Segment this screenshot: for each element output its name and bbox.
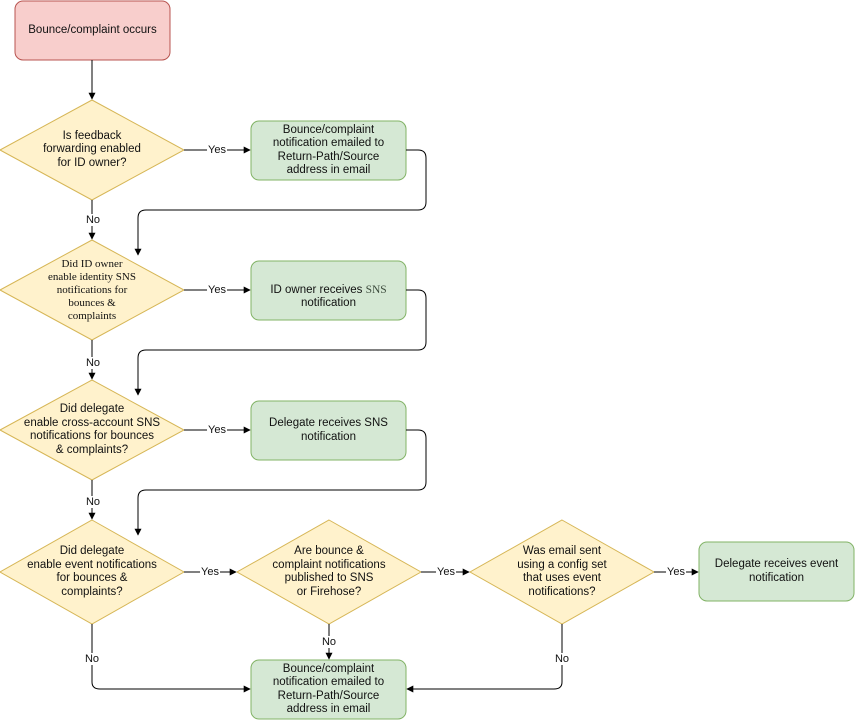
edge-event-no — [91, 624, 251, 693]
edge-label-yes-config-set: Yes — [666, 566, 686, 578]
edge-label-yes-identity: Yes — [207, 284, 227, 296]
process-email-bottom-label: Bounce/complaint notification emailed to… — [272, 662, 385, 716]
process-owner-sns-label: ID owner receives SNS notification — [251, 261, 406, 320]
owner-sns-suffix: SNS — [365, 283, 387, 296]
process-email-bottom-shape — [250, 659, 407, 720]
edge-label-no-published: No — [320, 636, 338, 648]
process-delegate-event-label: Delegate receives event notification — [714, 558, 839, 584]
process-email-top-label: Bounce/complaint notification emailed to… — [272, 123, 385, 177]
decision-config-set-label: Was email sent using a config set that u… — [517, 545, 607, 598]
edge-label-no-cross-account: No — [84, 496, 102, 508]
edge-delegate-sns-return — [134, 429, 427, 536]
edge-label-no-identity: No — [84, 357, 102, 369]
edge-label-no-event: No — [83, 653, 101, 665]
owner-sns-line-1: ID owner receives SNS — [270, 270, 386, 297]
start-node-label: Bounce/complaint occurs — [28, 23, 157, 36]
edge-config-set-no — [406, 624, 563, 693]
owner-sns-line-2: notification — [301, 297, 356, 310]
decision-identity-sns-label: Did ID owner enable identity SNS notific… — [48, 257, 136, 322]
edge-label-yes-feedback: Yes — [207, 144, 227, 156]
decision-feedback-label: Is feedback forwarding enabled for ID ow… — [43, 129, 141, 169]
decision-cross-account-label: Did delegate enable cross-account SNS no… — [23, 403, 161, 456]
edge-email-top-return — [134, 149, 427, 256]
decision-event-label: Did delegate enable event notifications … — [27, 545, 157, 598]
edge-label-yes-cross-account: Yes — [207, 424, 227, 436]
decision-published-label: Are bounce & complaint notifications pub… — [272, 545, 386, 598]
edge-owner-sns-return — [134, 289, 427, 396]
owner-sns-prefix: ID owner receives — [270, 283, 366, 296]
edge-label-yes-published: Yes — [436, 566, 456, 578]
process-delegate-sns-label: Delegate receives SNS notification — [269, 417, 388, 443]
edge-label-no-config-set: No — [553, 653, 571, 665]
edge-label-no-feedback: No — [84, 214, 102, 226]
edge-label-yes-event: Yes — [200, 566, 220, 578]
process-delegate-event-shape — [698, 541, 855, 602]
